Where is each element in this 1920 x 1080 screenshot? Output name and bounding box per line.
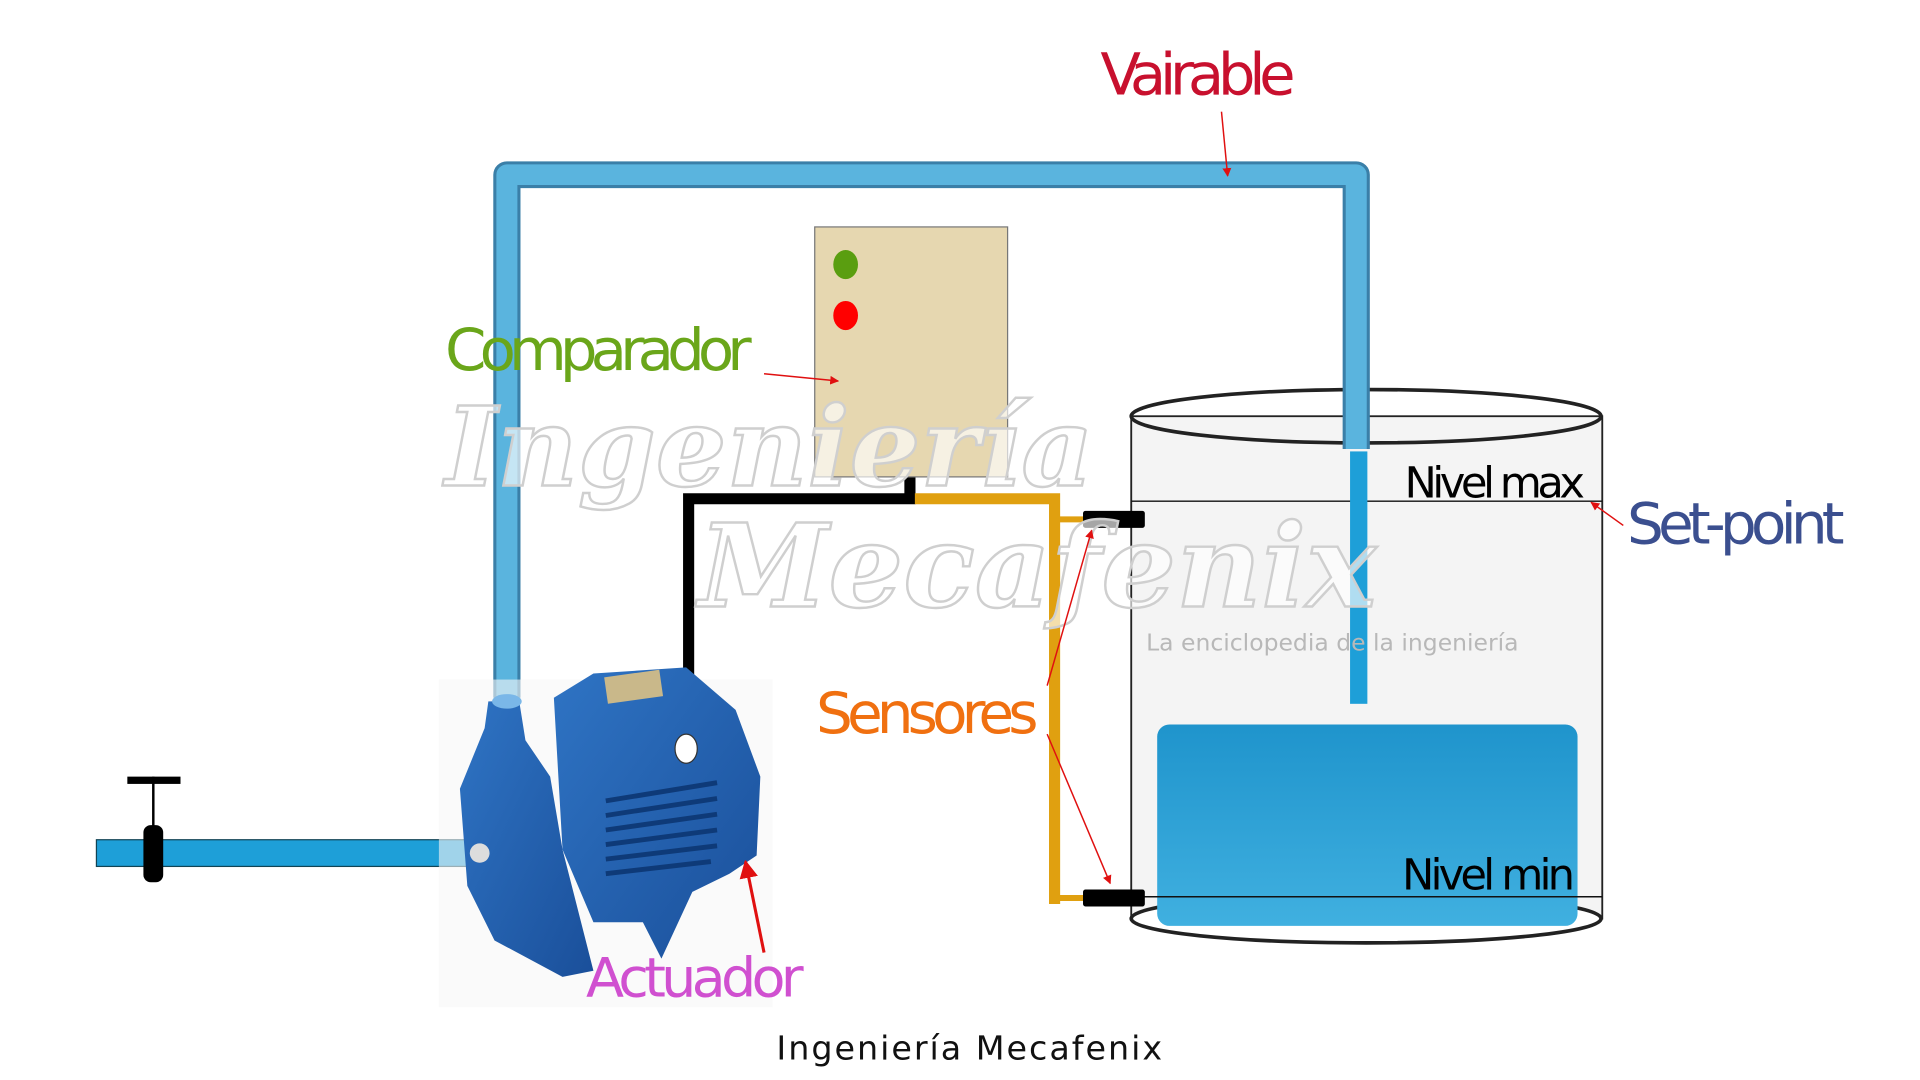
watermark-tagline: La enciclopedia de la ingeniería [1146,630,1519,657]
annotation-arrows [739,111,1624,953]
comparator-box [814,226,1009,478]
label-sensors: Sensores [816,680,1039,746]
sensor-max [1083,510,1145,528]
label-actuator: Actuador [586,946,804,1009]
label-set-point: Set-point [1627,491,1845,557]
label-level-max: Nivel max [1404,459,1585,509]
caption: Ingeniería Mecafenix [776,1029,1162,1068]
label-comparator: Comparador [445,316,752,384]
valve-icon[interactable] [127,776,181,883]
water [1157,724,1578,926]
watermark-line1: Ingeniería [442,382,1093,511]
label-variable: Vairable [1100,40,1295,108]
watermark-line2: Mecafenix [694,500,1377,635]
pump-icon [438,667,773,1008]
watermark: Ingeniería Mecafenix La enciclopedia de … [441,381,1519,657]
control-wires [683,476,1088,905]
label-level-min: Nivel min [1402,851,1575,901]
sensor-min [1083,889,1145,907]
green-indicator-light [833,249,859,280]
red-indicator-light [833,300,859,331]
discharge-pipe [493,161,1370,704]
